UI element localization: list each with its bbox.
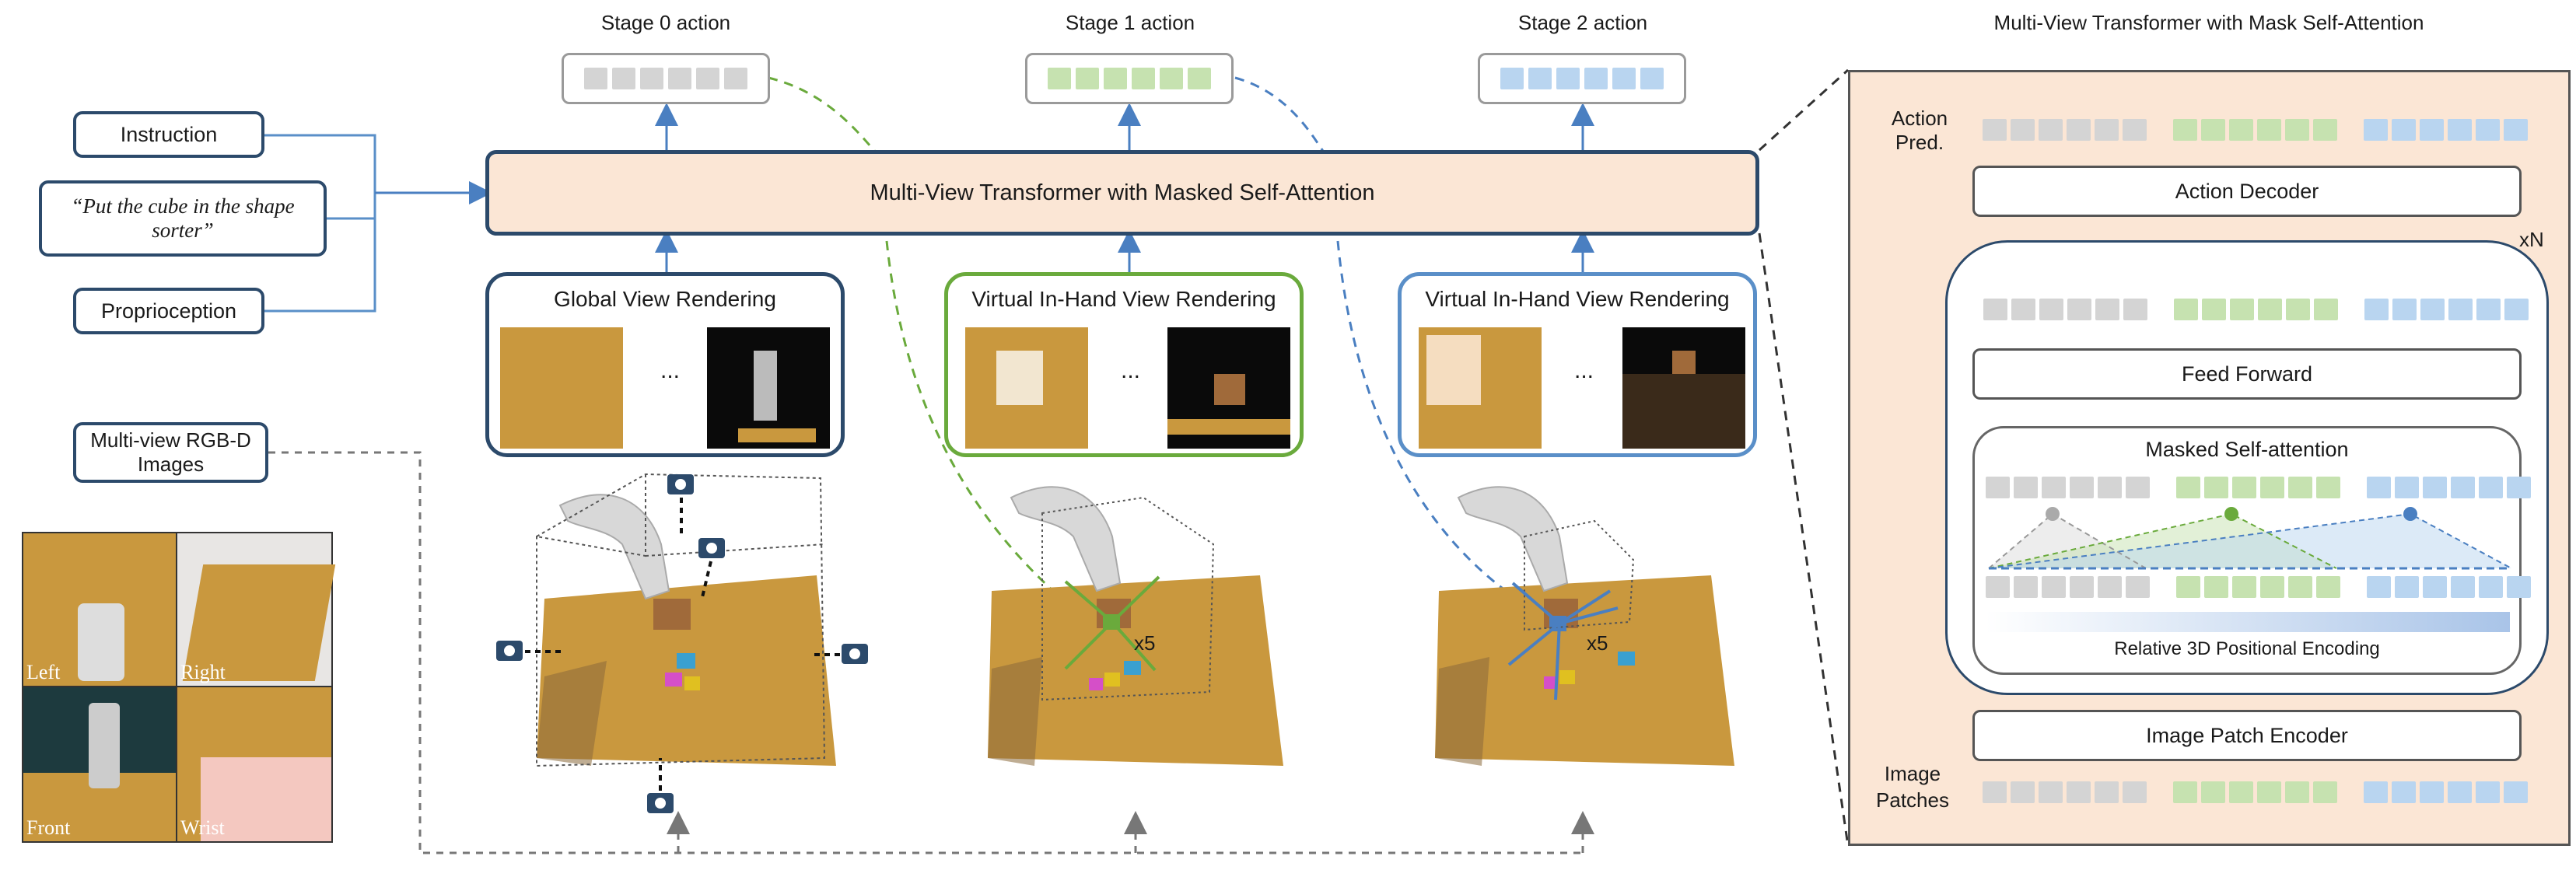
masked-self-attention-label: Masked Self-attention bbox=[2145, 438, 2349, 461]
image-patches-label: Image Patches bbox=[1876, 762, 1949, 812]
repeat-label: xN bbox=[2519, 228, 2544, 251]
view-wrist-label: Wrist bbox=[180, 816, 225, 839]
feed-forward: Feed Forward bbox=[1972, 348, 2522, 400]
view-right-label: Right bbox=[180, 661, 226, 683]
camera-view-grid: Left Right Front Wrist bbox=[22, 532, 336, 843]
stage1-dashed-curve bbox=[1234, 76, 1517, 600]
stage1-render-ellipsis: ... bbox=[1121, 358, 1141, 383]
stage1-zoom-label: x5 bbox=[1134, 631, 1156, 655]
view-front-label: Front bbox=[26, 816, 71, 839]
instruction-box: Instruction bbox=[73, 111, 264, 158]
instruction-quote: “Put the cube in the shape sorter” bbox=[71, 194, 295, 242]
stage2-scene bbox=[1435, 486, 1734, 766]
stage0-dashed-curve bbox=[768, 76, 1062, 600]
stage2-action-box bbox=[1478, 53, 1686, 104]
image-patch-encoder-label: Image Patch Encoder bbox=[2146, 723, 2348, 747]
stage1-label: Stage 1 action bbox=[1065, 11, 1195, 34]
global-render-ellipsis: ... bbox=[660, 358, 681, 383]
positional-encoding-bar bbox=[1986, 612, 2510, 632]
instruction-quote-box: “Put the cube in the shape sorter” bbox=[39, 180, 327, 257]
global-render-thumb-1 bbox=[500, 327, 623, 449]
view-wrist: Wrist bbox=[177, 687, 331, 841]
stage0-label: Stage 0 action bbox=[600, 11, 731, 34]
action-pred-label: Action Pred. bbox=[1891, 107, 1948, 155]
proprioception-box: Proprioception bbox=[73, 288, 264, 334]
stage0-action-box bbox=[562, 53, 770, 104]
global-scene bbox=[536, 473, 836, 767]
stage1-inhand-rendering-title: Virtual In-Hand View Rendering bbox=[971, 287, 1276, 311]
stage1-render-thumb-2 bbox=[1167, 327, 1290, 449]
attention-mask-diagram bbox=[1988, 507, 2512, 570]
global-render-thumb-2 bbox=[707, 327, 830, 449]
stage2-zoom-label: x5 bbox=[1587, 631, 1608, 655]
stage1-inhand-rendering: Virtual In-Hand View Rendering ... bbox=[944, 272, 1304, 457]
stage2-render-ellipsis: ... bbox=[1574, 358, 1594, 383]
stage1-action-box bbox=[1025, 53, 1234, 104]
stage2-render-thumb-1 bbox=[1419, 327, 1542, 449]
multi-view-transformer-label: Multi-View Transformer with Masked Self-… bbox=[870, 180, 1375, 205]
view-left: Left bbox=[23, 533, 176, 686]
stage2-inhand-rendering-title: Virtual In-Hand View Rendering bbox=[1425, 287, 1730, 311]
stage1-render-thumb-1 bbox=[965, 327, 1088, 449]
detail-panel-title: Multi-View Transformer with Mask Self-At… bbox=[1993, 11, 2424, 34]
multiview-images-label: Multi-view RGB-D Images bbox=[90, 428, 251, 476]
multiview-images-box: Multi-view RGB-D Images bbox=[73, 422, 268, 483]
camera-icons bbox=[496, 474, 868, 813]
multi-view-transformer: Multi-View Transformer with Masked Self-… bbox=[485, 150, 1759, 236]
transformer-block: Feed Forward Masked Self-attention bbox=[1945, 240, 2549, 695]
block-output-tokens bbox=[1983, 299, 2529, 320]
image-patch-tokens bbox=[1983, 781, 2528, 803]
view-right: Right bbox=[177, 533, 336, 686]
stage2-label: Stage 2 action bbox=[1517, 11, 1648, 34]
attention-top-tokens bbox=[1986, 477, 2531, 498]
stage1-scene bbox=[988, 486, 1283, 766]
multiview-dashed-feed bbox=[268, 451, 1583, 854]
feed-forward-label: Feed Forward bbox=[2181, 362, 2313, 386]
action-pred-tokens bbox=[1983, 119, 2528, 141]
stage2-render-thumb-2 bbox=[1622, 327, 1745, 449]
image-patch-encoder: Image Patch Encoder bbox=[1972, 710, 2522, 761]
positional-encoding-label: Relative 3D Positional Encoding bbox=[2114, 638, 2380, 659]
action-decoder: Action Decoder bbox=[1972, 166, 2522, 217]
view-front: Front bbox=[23, 687, 176, 841]
action-decoder-label: Action Decoder bbox=[2175, 179, 2319, 203]
detail-panel: Action Pred. Action Decoder Feed Forward… bbox=[1848, 70, 2571, 846]
view-left-label: Left bbox=[26, 661, 61, 683]
global-view-rendering-title: Global View Rendering bbox=[554, 287, 776, 311]
stage2-inhand-rendering: Virtual In-Hand View Rendering ... bbox=[1398, 272, 1757, 457]
attention-bottom-tokens bbox=[1986, 576, 2531, 598]
masked-self-attention-block: Masked Self-attention bbox=[1972, 426, 2531, 675]
global-view-rendering: Global View Rendering ... bbox=[485, 272, 845, 457]
